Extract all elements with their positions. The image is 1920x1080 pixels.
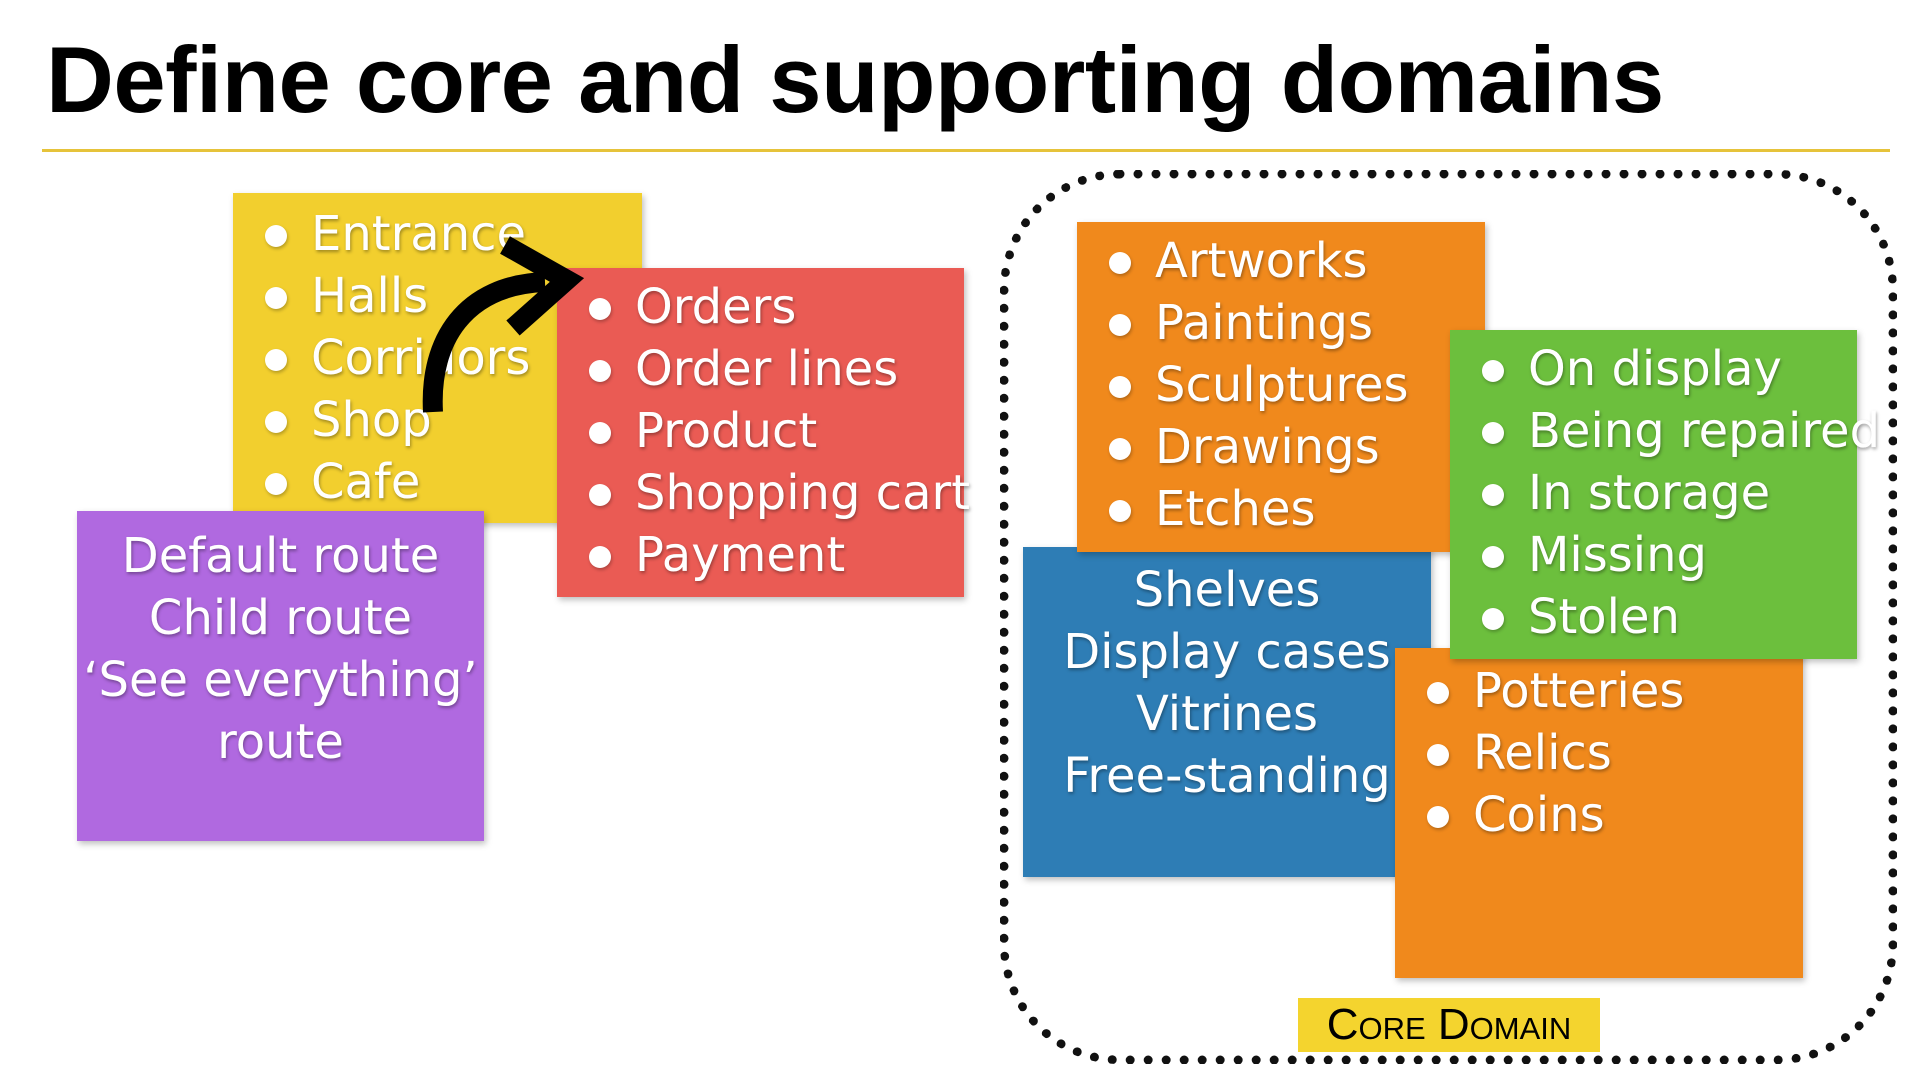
note-line: Free-standing bbox=[1063, 748, 1391, 804]
list-item: Payment bbox=[557, 524, 964, 586]
slide-title: Define core and supporting domains bbox=[46, 27, 1664, 132]
title-divider bbox=[42, 149, 1890, 152]
green-sticky-note: On display Being repaired In storage Mis… bbox=[1450, 330, 1880, 659]
list-item: Artworks bbox=[1077, 230, 1485, 292]
note-line: Default route bbox=[121, 528, 440, 584]
list-item: Drawings bbox=[1077, 416, 1485, 478]
list-item: Sculptures bbox=[1077, 354, 1485, 416]
note-line: route bbox=[217, 714, 344, 770]
list-item: Relics bbox=[1395, 722, 1803, 784]
note-line: Shelves bbox=[1133, 562, 1321, 618]
list-item: Entrance bbox=[233, 203, 642, 265]
list-item: Shop bbox=[233, 389, 642, 451]
list-item: Etches bbox=[1077, 478, 1485, 540]
note-line: Child route bbox=[148, 590, 413, 646]
purple-sticky-note: Default route Child route ‘See everythin… bbox=[77, 511, 484, 841]
blue-sticky-note: Shelves Display cases Vitrines Free-stan… bbox=[1023, 547, 1431, 877]
note-line: Vitrines bbox=[1136, 686, 1318, 742]
curved-arrow-icon bbox=[422, 236, 585, 413]
core-domain-label: Core Domain bbox=[1298, 998, 1600, 1052]
list-item: In storage bbox=[1450, 462, 1857, 524]
list-item: Halls bbox=[233, 265, 642, 327]
list-item: Order lines bbox=[557, 338, 964, 400]
orange-sticky-note-potteries: Potteries Relics Coins bbox=[1395, 648, 1803, 978]
list-item: Potteries bbox=[1395, 660, 1803, 722]
red-sticky-note: Orders Order lines Product Shopping cart… bbox=[557, 268, 970, 597]
list-item: Orders bbox=[557, 276, 964, 338]
core-domain-boundary bbox=[1000, 170, 1897, 1064]
list-item: Missing bbox=[1450, 524, 1857, 586]
list-item: Cafe bbox=[233, 451, 642, 513]
list-item: On display bbox=[1450, 338, 1857, 400]
list-item: Corridors bbox=[233, 327, 642, 389]
list-item: Product bbox=[557, 400, 964, 462]
list-item: Coins bbox=[1395, 784, 1803, 846]
note-line: ‘See everything’ bbox=[83, 652, 478, 708]
list-item: Being repaired bbox=[1450, 400, 1880, 462]
list-item: Shopping cart bbox=[557, 462, 970, 524]
note-line: Display cases bbox=[1063, 624, 1391, 680]
list-item: Paintings bbox=[1077, 292, 1485, 354]
list-item: Stolen bbox=[1450, 586, 1857, 648]
orange-sticky-note-artworks: Artworks Paintings Sculptures Drawings E… bbox=[1077, 222, 1485, 552]
